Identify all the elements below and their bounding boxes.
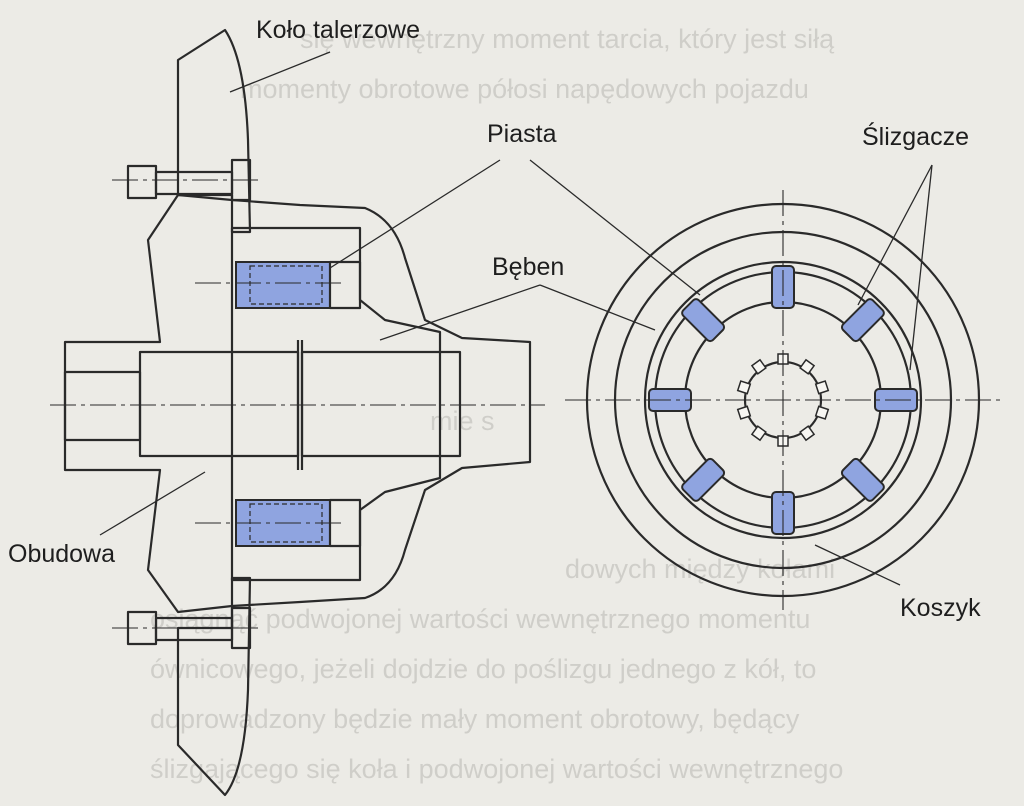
- bore-tooth: [814, 405, 830, 420]
- bore-tooth: [736, 380, 752, 395]
- label-koszyk: Koszyk: [900, 594, 981, 622]
- background-text-line: doprowadzony będzie mały moment obrotowy…: [150, 704, 800, 734]
- bore-tooth: [799, 358, 816, 375]
- slider-upper: [235, 260, 362, 310]
- label-obudowa: Obudowa: [8, 540, 115, 568]
- slider-block: [681, 298, 726, 343]
- labels: Koło talerzowe Piasta Ślizgacze Bęben Ob…: [8, 16, 981, 622]
- label-slizgacze: Ślizgacze: [862, 121, 969, 151]
- label-kolo-talerzowe: Koło talerzowe: [256, 16, 420, 44]
- leader-lines: [99, 51, 933, 586]
- background-text-line: się wewnętrzny moment tarcia, który jest…: [300, 24, 835, 54]
- background-text-line: ównicowego, jeżeli dojdzie do poślizgu j…: [150, 654, 816, 684]
- label-piasta: Piasta: [487, 120, 557, 148]
- left-splined-shaft: [138, 350, 300, 458]
- label-beben: Bęben: [492, 253, 564, 281]
- right-splined-shaft: [300, 350, 462, 458]
- bore-tooth: [750, 358, 767, 375]
- housing-bore: [63, 370, 142, 442]
- bore-tooth: [736, 405, 752, 420]
- ring-gear-bottom: [176, 576, 252, 797]
- slider-block: [840, 298, 885, 343]
- bore-tooth: [750, 425, 767, 442]
- background-text-line: dowych między kołami: [565, 554, 835, 584]
- slider-block: [681, 457, 726, 502]
- background-text-line: momenty obrotowe półosi napędowych pojaz…: [240, 74, 809, 104]
- bore-tooth: [814, 380, 830, 395]
- cross-section: [565, 190, 1000, 610]
- background-text-line: osiągnąć podwojonej wartości wewnętrzneg…: [150, 604, 810, 634]
- longitudinal-section: [50, 28, 545, 797]
- housing: [63, 193, 532, 614]
- background-text: się wewnętrzny moment tarcia, który jest…: [150, 24, 843, 784]
- background-text-line: ślizgającego się koła i podwojonej warto…: [150, 754, 843, 784]
- slider-block: [840, 457, 885, 502]
- ring-gear-top: [176, 28, 252, 234]
- bore-tooth: [799, 425, 816, 442]
